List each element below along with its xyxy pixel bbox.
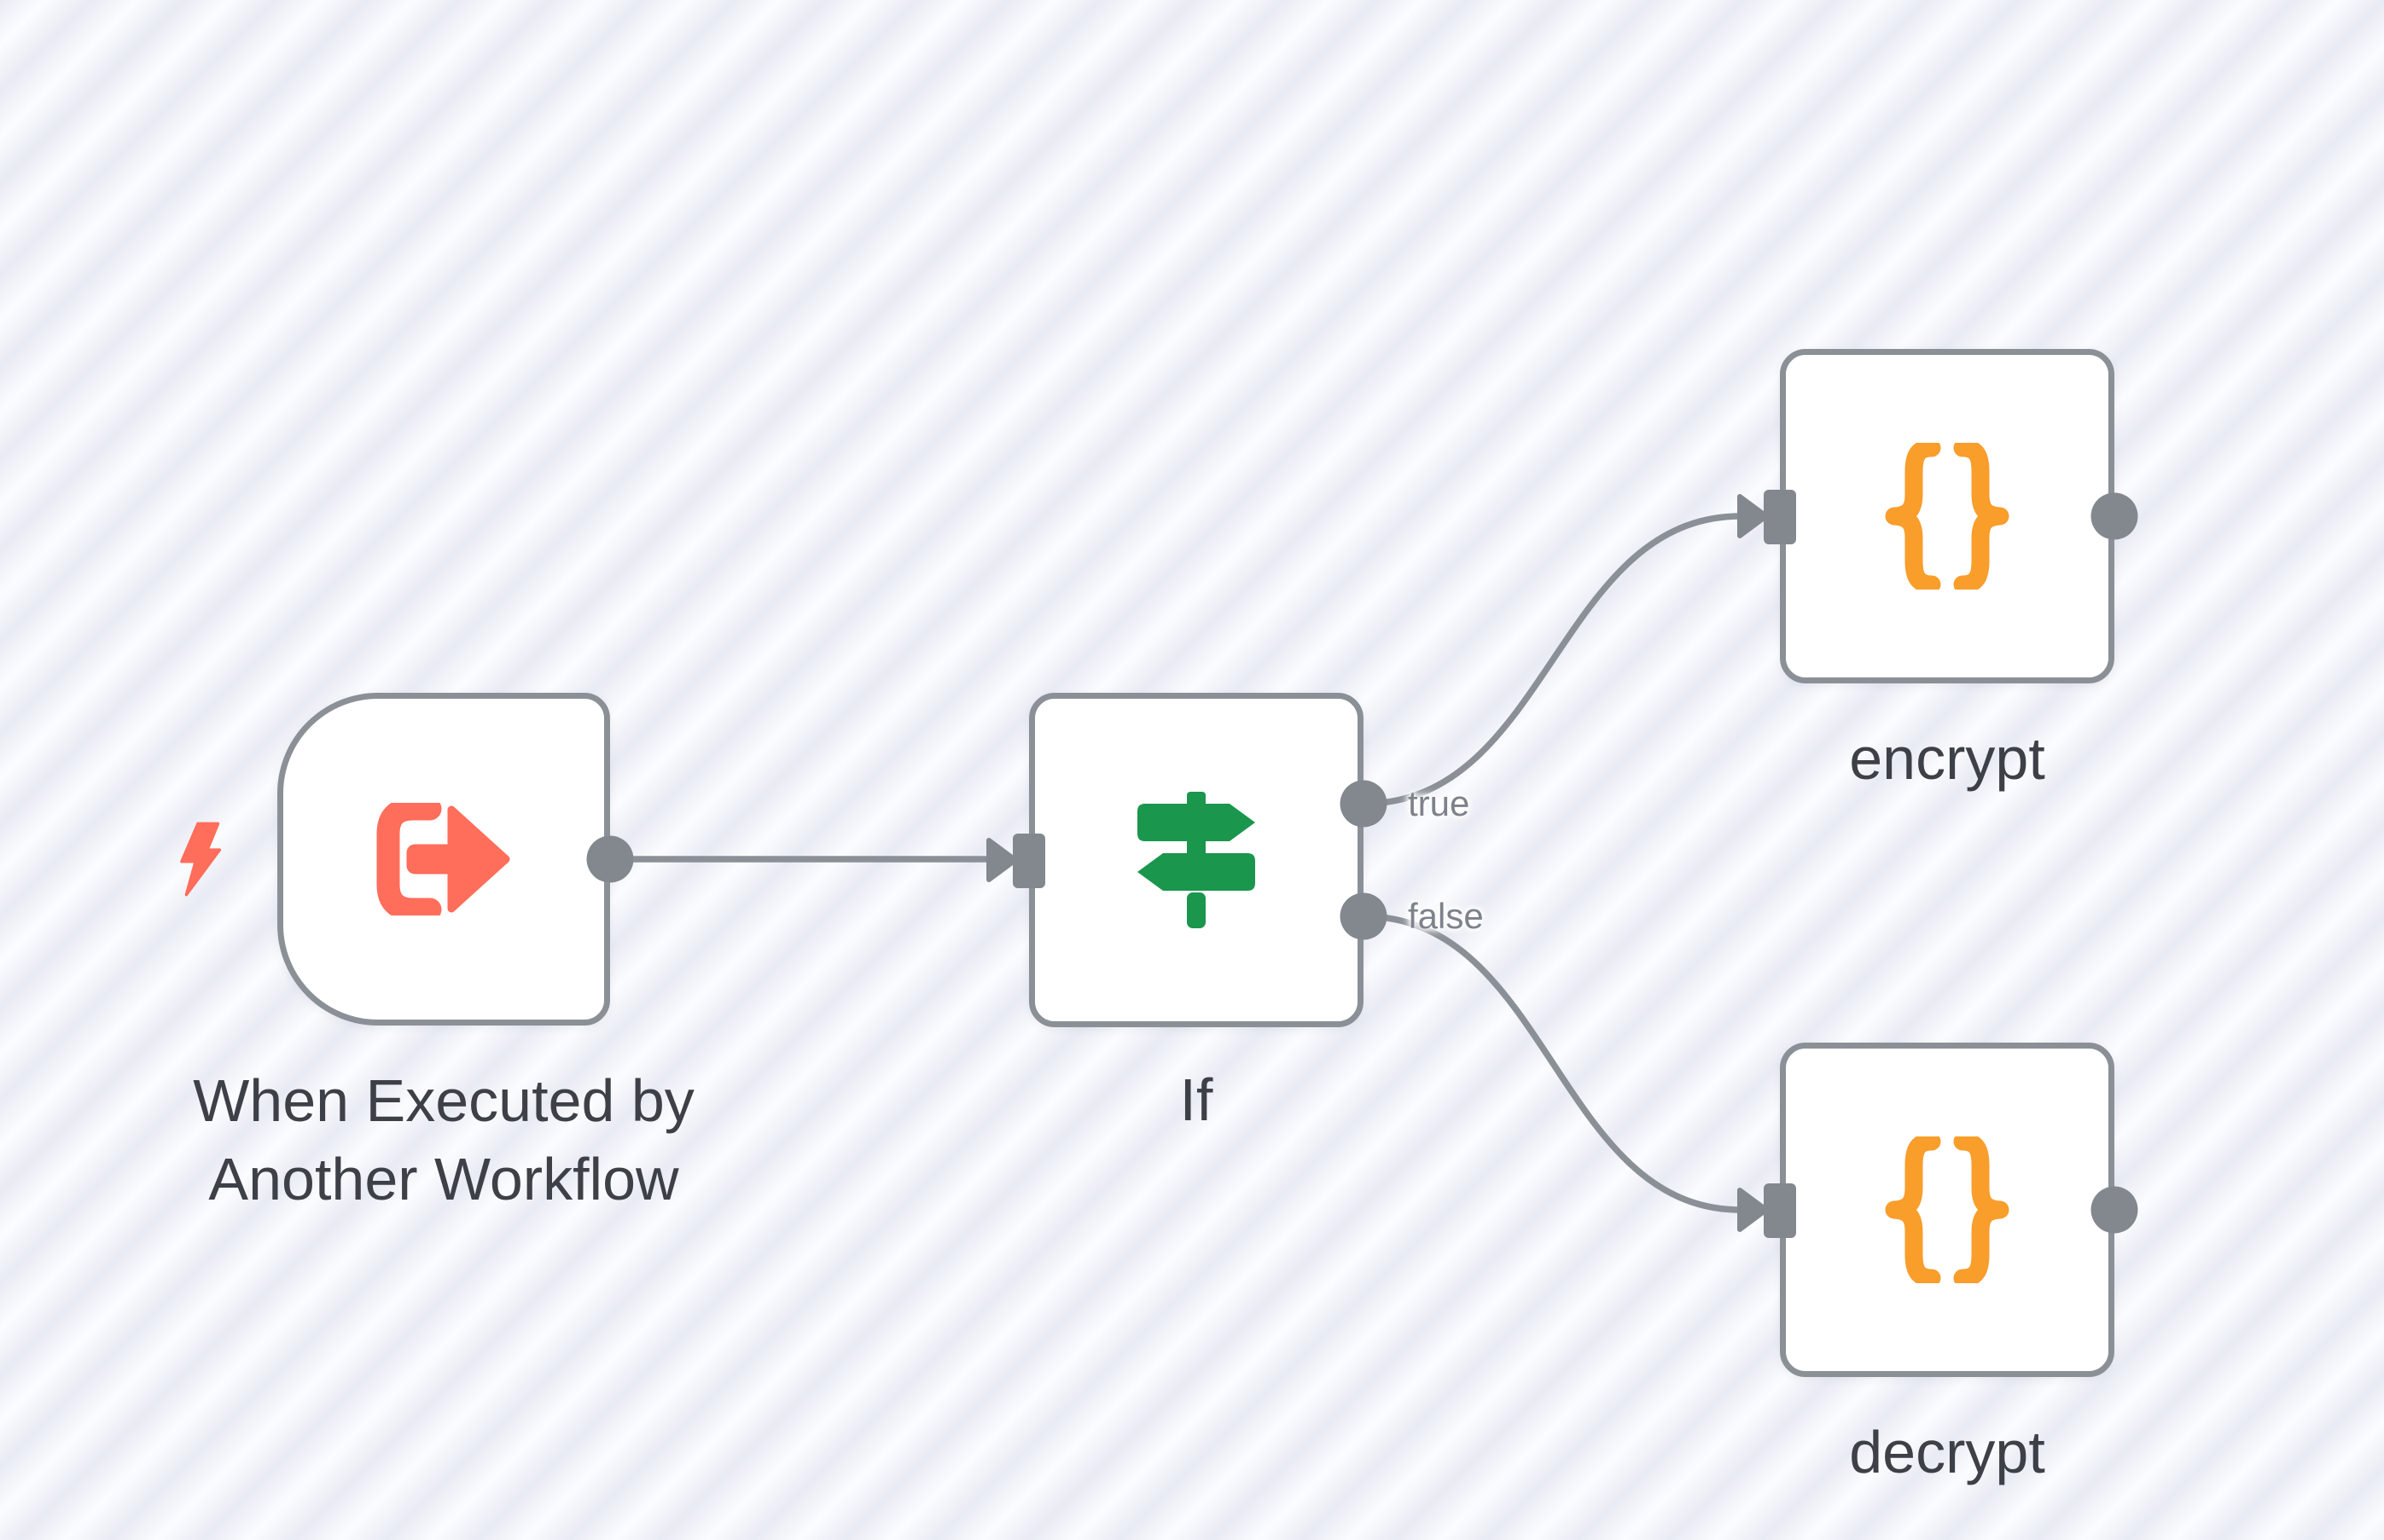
lightning-bolt-icon xyxy=(180,822,222,897)
node-label-trigger-line2: Another Workflow xyxy=(208,1146,679,1212)
sign-out-arrow-icon xyxy=(376,803,510,915)
connection-if-false-to-decrypt[interactable] xyxy=(1363,913,1741,1213)
node-if[interactable] xyxy=(1029,693,1364,1027)
node-label-if: If xyxy=(1179,1066,1213,1133)
node-encrypt[interactable] xyxy=(1780,349,2114,683)
node-label-decrypt: decrypt xyxy=(1849,1419,2045,1485)
node-label-trigger: When Executed by Another Workflow xyxy=(60,1061,828,1218)
node-decrypt[interactable] xyxy=(1780,1043,2114,1377)
connection-if-true-to-encrypt[interactable] xyxy=(1363,513,1741,807)
node-when-executed-by-another-workflow[interactable] xyxy=(277,693,610,1026)
signpost-icon xyxy=(1137,792,1255,928)
curly-braces-icon xyxy=(1885,443,2009,590)
node-label-encrypt: encrypt xyxy=(1849,725,2045,792)
output-label-true: true xyxy=(1408,783,1470,823)
curly-braces-icon xyxy=(1885,1136,2009,1283)
output-label-false: false xyxy=(1408,896,1484,936)
node-label-trigger-line1: When Executed by xyxy=(193,1067,695,1134)
